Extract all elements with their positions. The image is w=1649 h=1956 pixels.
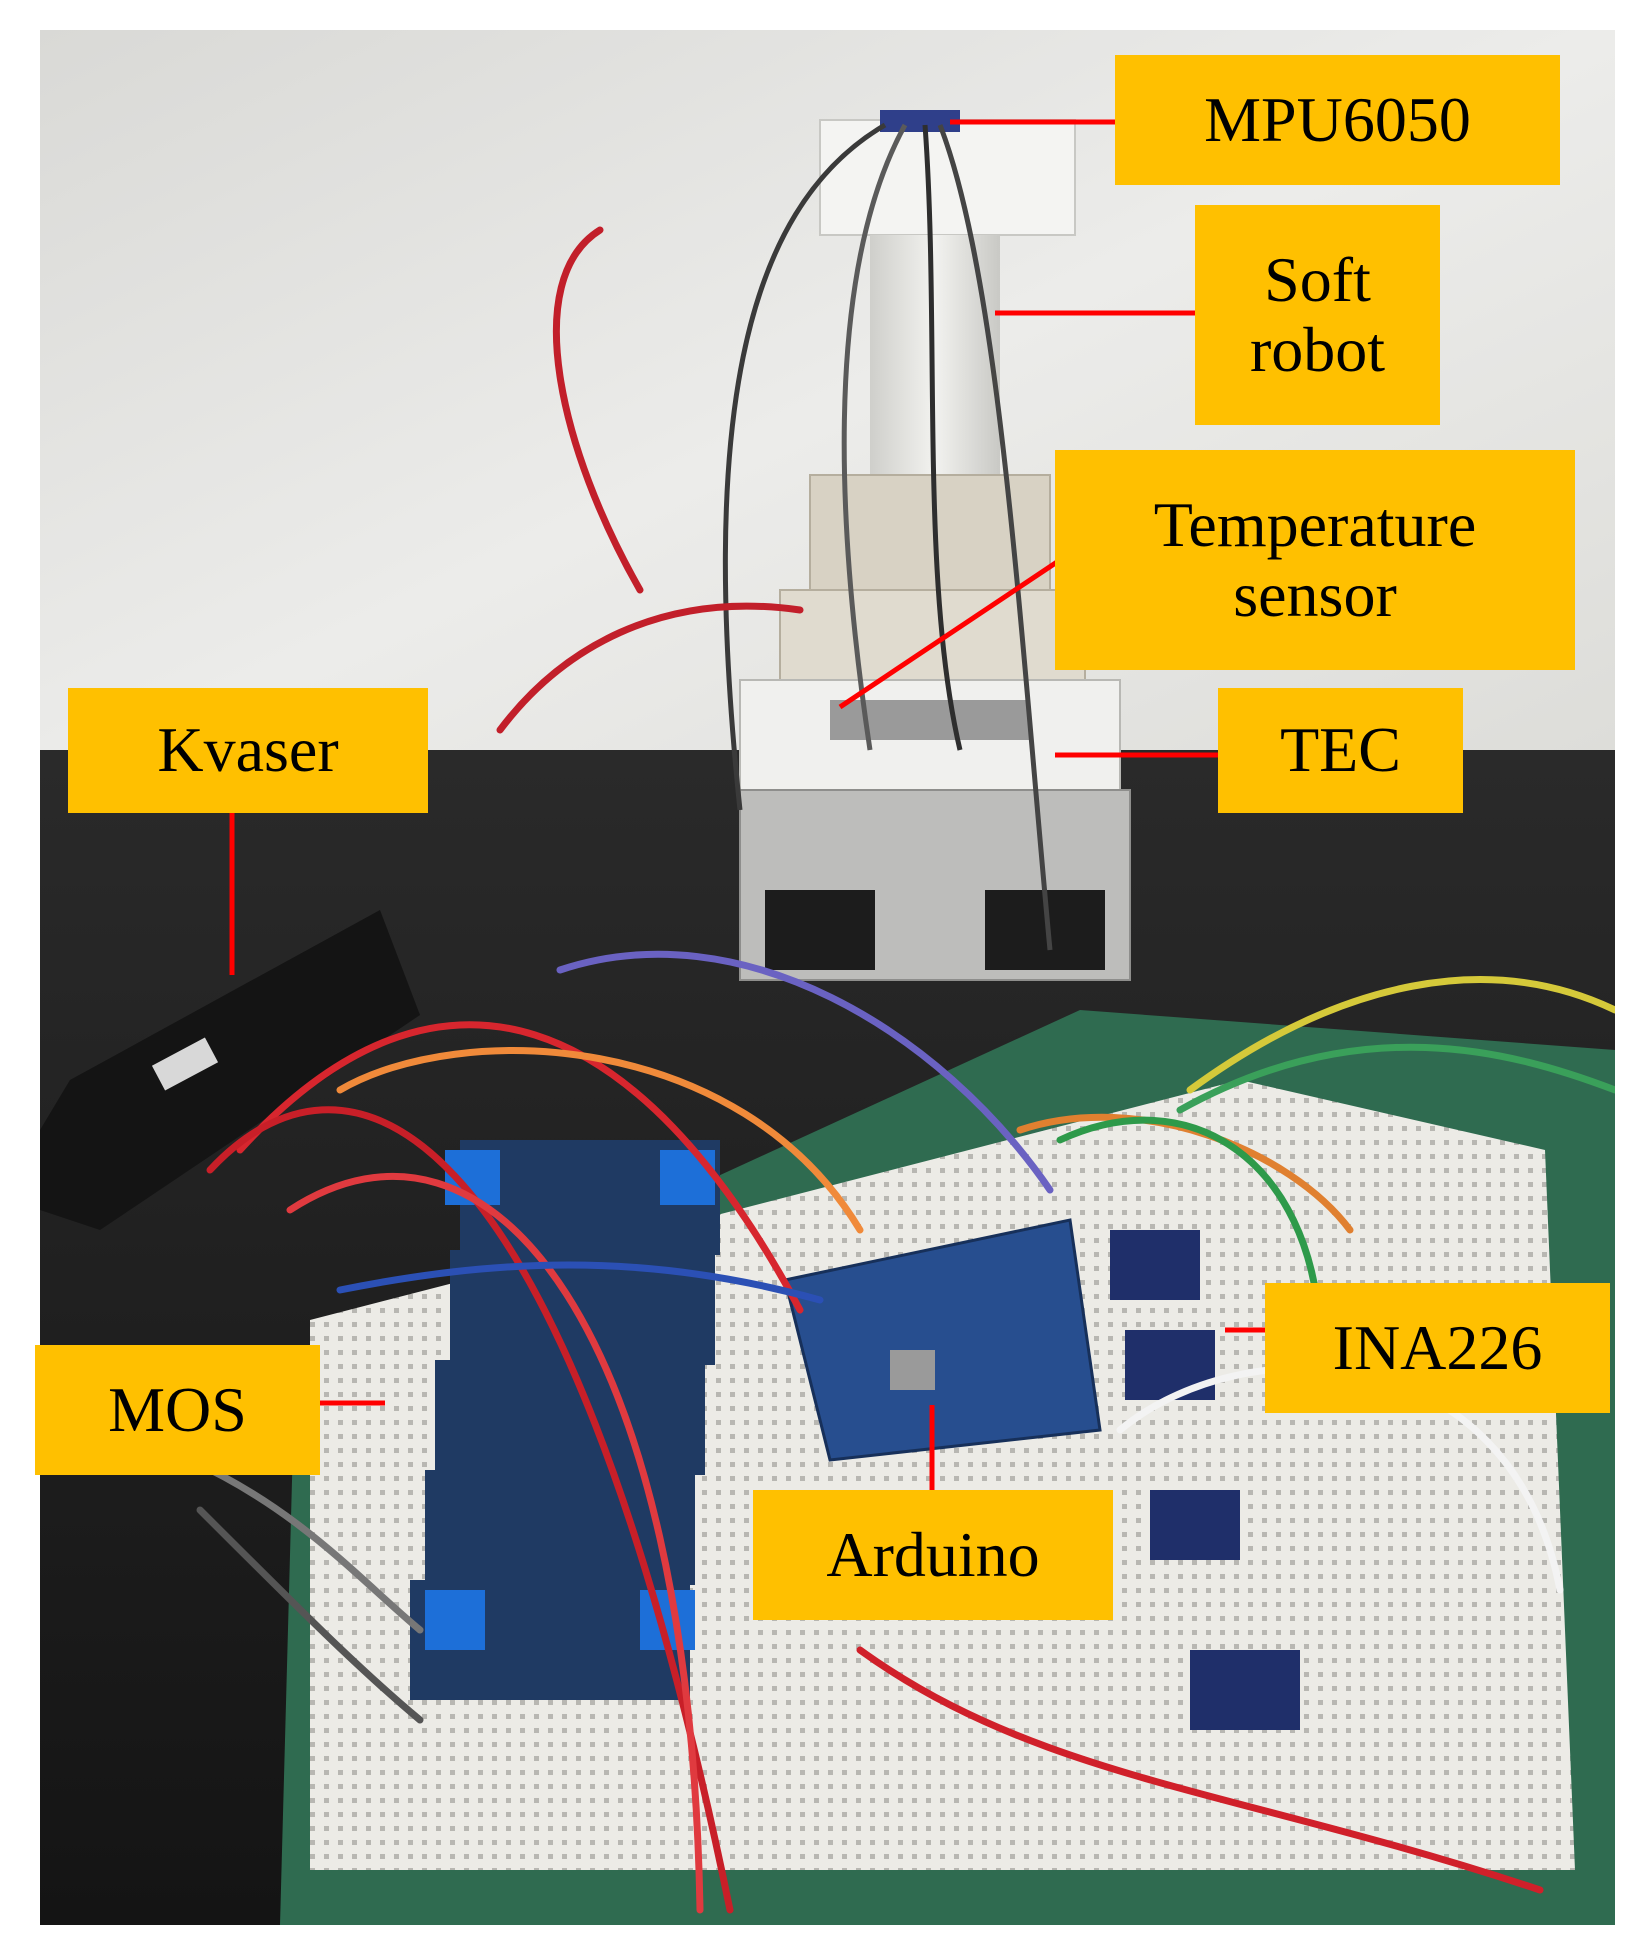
label-soft-robot-line1: Soft [1264, 243, 1371, 315]
kvaser-device [40, 910, 420, 1230]
label-soft-robot-line2: robot [1249, 314, 1386, 385]
label-mpu6050: MPU6050 [1115, 55, 1560, 185]
label-mos-text: MOS [108, 1373, 247, 1445]
label-tec: TEC [1218, 688, 1463, 813]
label-arduino-text: Arduino [826, 1518, 1040, 1590]
label-temperature-line1: Temperature [1153, 488, 1477, 560]
jumper-wires [186, 226, 1615, 1914]
label-temperature-line2: sensor [1233, 559, 1397, 630]
label-ina226: INA226 [1265, 1283, 1610, 1413]
arduino-board [783, 1218, 1102, 1462]
label-tec-text: TEC [1280, 714, 1401, 786]
label-ina226-text: INA226 [1332, 1311, 1543, 1383]
label-mpu6050-text: MPU6050 [1204, 83, 1471, 155]
sensor-wires [722, 122, 1053, 951]
label-mos: MOS [35, 1345, 320, 1475]
label-arduino: Arduino [753, 1490, 1113, 1620]
label-kvaser: Kvaser [68, 688, 428, 813]
label-soft-robot: Soft robot [1195, 205, 1440, 425]
label-temperature-sensor: Temperature sensor [1055, 450, 1575, 670]
label-kvaser-text: Kvaser [157, 714, 339, 786]
ina226-modules [1110, 1230, 1300, 1730]
